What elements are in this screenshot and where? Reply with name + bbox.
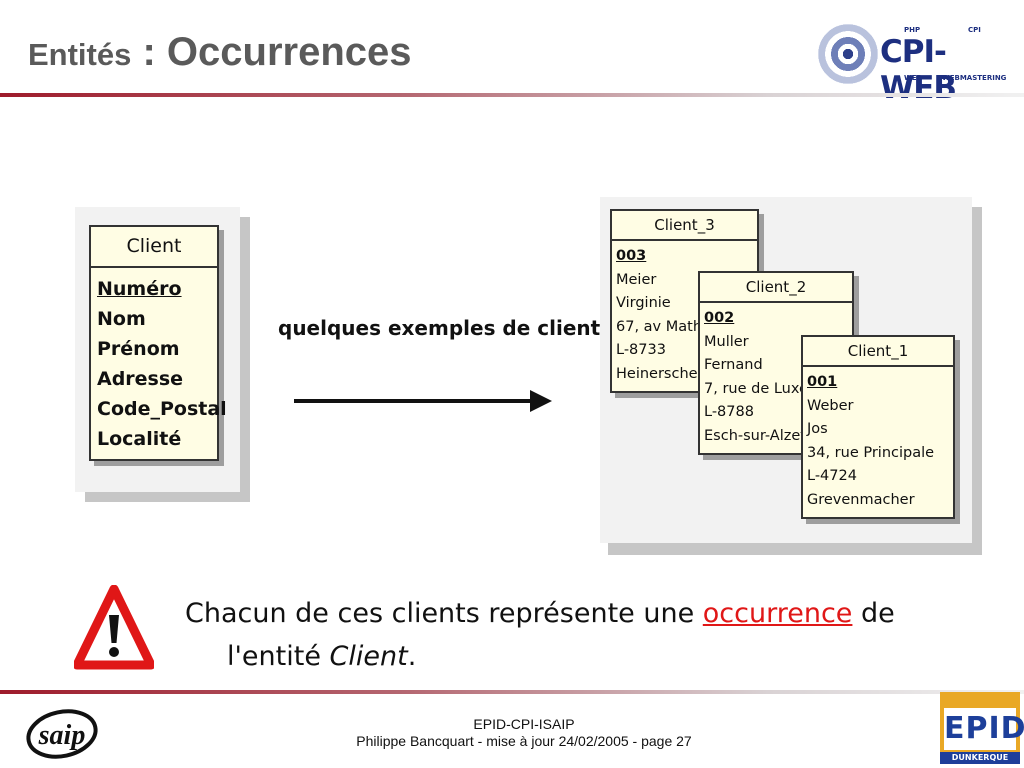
occurrence-client-1: Client_1 001 Weber Jos 34, rue Principal… [801,335,955,519]
target-icon [818,24,878,84]
occurrence-value: Meier [616,271,657,288]
entity-identifier: Numéro [97,278,182,300]
entity-attribute-list: Numéro Nom Prénom Adresse Code_Postal Lo… [91,268,227,454]
right-arrow-icon [294,390,552,412]
occurrence-value: L-8788 [704,404,754,420]
warning-line-2: l'entité Client. [185,635,895,678]
logo-main-text: CPI-WEB [880,34,957,106]
logo-saip-text: saip [38,720,86,751]
title-part-occurrences: : Occurrences [131,30,412,74]
logo-web-text: WEB [904,74,922,82]
occurrence-value: 34, rue Principale [807,444,935,461]
warning-line-1: Chacun de ces clients représente une occ… [185,592,895,635]
occurrence-value: Heinerscheid [616,365,711,382]
occurrence-name: Client_1 [803,337,953,367]
entity-attribute: Nom [97,308,146,330]
entity-client-box: Client Numéro Nom Prénom Adresse Code_Po… [89,225,227,461]
occurrence-id: 003 [616,248,647,264]
occurrence-value: Jos [807,421,828,437]
entity-attribute: Prénom [97,338,180,360]
entity-attribute: Localité [97,428,182,450]
entity-attribute: Adresse [97,368,184,390]
warning-icon [74,585,154,670]
epid-logo: EPID DUNKERQUE [940,692,1024,764]
occurrence-value: Weber [807,397,854,414]
arrow-label: quelques exemples de clients [278,316,613,340]
occurrence-id: 002 [704,310,735,326]
warning-text: Chacun de ces clients représente une [185,598,703,629]
occurrence-value: Esch-sur-Alzett [704,427,812,444]
isaip-logo: saip [26,709,98,759]
footer-line-2: Philippe Bancquart - mise à jour 24/02/2… [356,733,692,749]
entity-name-italic: Client [329,641,408,672]
occurrence-value: L-8733 [616,342,666,358]
occurrence-value: Virginie [616,295,671,311]
slide-title: Entités : Occurrences [28,30,412,75]
warning-text: l'entité [227,641,330,672]
occurrence-value: L-4724 [807,468,857,484]
occurrence-value: 7, rue de Luxem [704,380,823,397]
footer-text: EPID-CPI-ISAIP Philippe Bancquart - mise… [300,716,748,750]
occurrence-value: Fernand [704,357,763,373]
occurrence-value: Muller [704,333,749,350]
logo-webmastering-text: WEBMASTERING [942,74,1007,82]
title-part-entites: Entités [28,37,132,72]
warning-text: de [852,598,895,629]
warning-message: Chacun de ces clients représente une occ… [185,592,895,678]
logo-cpi-text: CPI [968,26,981,34]
occurrences-panel: Client_3 003 Meier Virginie 67, av Mathi… [600,197,982,555]
logo-epid-city: DUNKERQUE [940,752,1020,764]
occurrence-name: Client_2 [700,273,852,303]
footer-divider [0,690,1024,694]
title-divider [0,93,1024,97]
occurrence-value: Grevenmacher [807,491,915,508]
occurrence-id: 001 [807,374,838,390]
entity-name: Client [91,227,217,268]
occurrence-name: Client_3 [612,211,757,241]
occurrence-highlight: occurrence [702,598,853,629]
footer-line-1: EPID-CPI-ISAIP [473,716,575,732]
cpi-web-logo: PHP CPI CPI-WEB WEB WEBMASTERING [818,22,1006,106]
logo-epid-text: EPID [944,708,1024,750]
warning-text: . [407,641,417,672]
entity-panel: Client Numéro Nom Prénom Adresse Code_Po… [75,207,250,502]
occurrence-value: 67, av Mathias [616,318,723,335]
entity-attribute: Code_Postal [97,398,227,420]
logo-php-text: PHP [904,26,921,34]
